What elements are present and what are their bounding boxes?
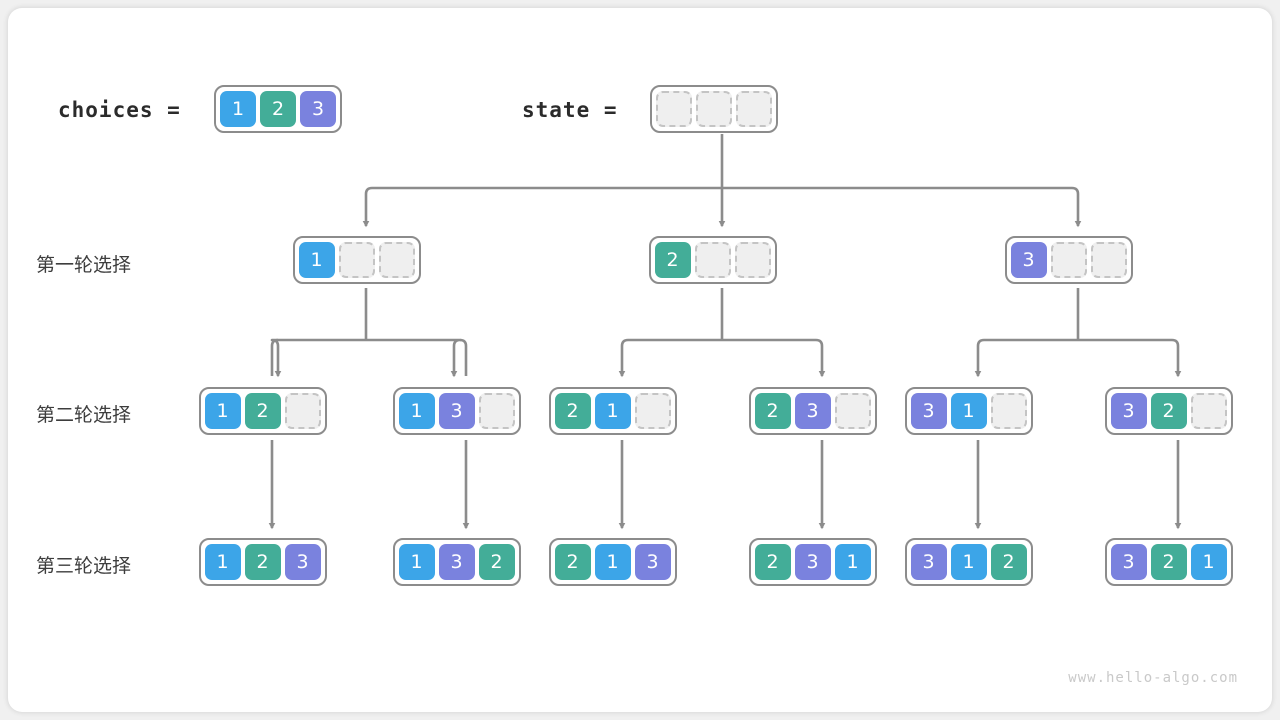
row-label-round-3: 第三轮选择 [36,555,132,577]
choices-cell-2: 3 [300,91,336,127]
node-r3-5-cell-2: 2 [990,544,1027,580]
node-r2-1-cell-0: 1 [204,393,241,429]
node-r2-6-cell-0: 3 [1110,393,1147,429]
node-r3-6-cell-2: 1 [1190,544,1227,580]
node-r1-2-cell-0: 2 [654,242,691,278]
row-label-round-1: 第一轮选择 [36,254,132,276]
state-cell-1 [696,91,732,127]
node-r3-2-cell-1: 3 [438,544,475,580]
node-r3-6-cell-0: 3 [1110,544,1147,580]
node-r3-3-cell-0: 2 [554,544,591,580]
node-r1-1-cell-2 [378,242,415,278]
node-r2-4-cell-1: 3 [794,393,831,429]
tree-node-r1-2: 2 [648,236,777,284]
node-r1-1-cell-0: 1 [298,242,335,278]
node-r3-3-cell-1: 1 [594,544,631,580]
choices-cell-1: 2 [260,91,296,127]
node-r3-4-cell-1: 3 [794,544,831,580]
choices-label: choices = [58,98,181,122]
node-r2-1-cell-2 [284,393,321,429]
node-r1-3-cell-2 [1090,242,1127,278]
node-r3-2-cell-2: 2 [478,544,515,580]
tree-node-r1-3: 3 [1004,236,1133,284]
node-r2-3-cell-1: 1 [594,393,631,429]
node-r1-1-cell-1 [338,242,375,278]
node-r3-4-cell-0: 2 [754,544,791,580]
node-r2-6-cell-2 [1190,393,1227,429]
node-r3-2-cell-0: 1 [398,544,435,580]
node-r2-2-cell-1: 3 [438,393,475,429]
state-cell-2 [736,91,772,127]
watermark: www.hello-algo.com [1068,670,1238,686]
node-r2-3-cell-0: 2 [554,393,591,429]
node-r3-6-cell-1: 2 [1150,544,1187,580]
node-r2-2-cell-0: 1 [398,393,435,429]
choices-cell-0: 1 [220,91,256,127]
state-array [650,85,778,133]
node-r2-5-cell-1: 1 [950,393,987,429]
node-r1-3-cell-0: 3 [1010,242,1047,278]
node-r1-3-cell-1 [1050,242,1087,278]
node-r3-5-cell-0: 3 [910,544,947,580]
state-cell-0 [656,91,692,127]
node-r3-4-cell-2: 1 [834,544,871,580]
node-r1-2-cell-1 [694,242,731,278]
node-r2-6-cell-1: 2 [1150,393,1187,429]
node-r1-2-cell-2 [734,242,771,278]
node-r2-1-cell-1: 2 [244,393,281,429]
tree-node-r1-1: 1 [292,236,421,284]
node-r2-4-cell-0: 2 [754,393,791,429]
node-r3-5-cell-1: 1 [950,544,987,580]
node-r2-3-cell-2 [634,393,671,429]
node-r2-2-cell-2 [478,393,515,429]
node-r2-4-cell-2 [834,393,871,429]
node-r3-3-cell-2: 3 [634,544,671,580]
node-r2-5-cell-2 [990,393,1027,429]
node-r3-1-cell-2: 3 [284,544,321,580]
state-label: state = [522,98,618,122]
node-r3-1-cell-1: 2 [244,544,281,580]
node-r3-1-cell-0: 1 [204,544,241,580]
node-r2-5-cell-0: 3 [910,393,947,429]
row-label-round-2: 第二轮选择 [36,404,132,426]
